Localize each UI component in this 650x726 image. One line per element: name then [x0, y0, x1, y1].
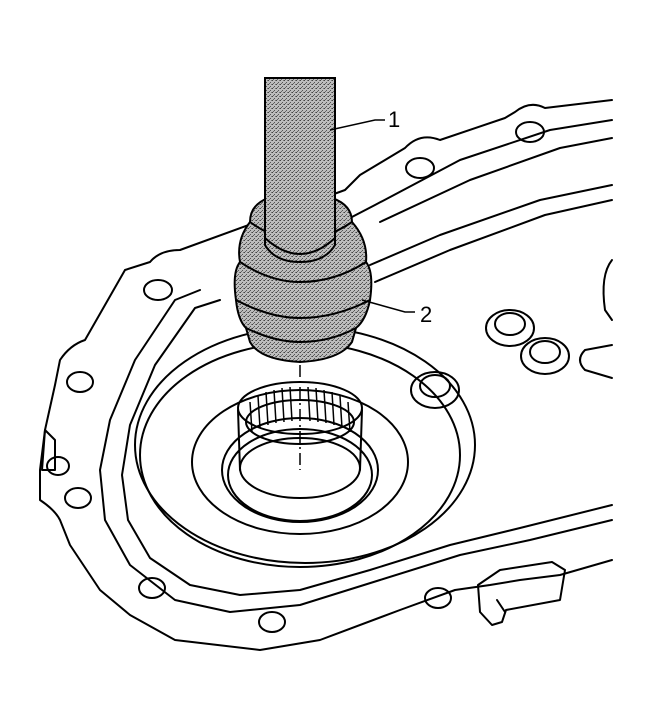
callout-1-label: 1: [388, 107, 400, 132]
counterbored-holes: [410, 259, 613, 409]
callout-leaders: [329, 119, 415, 313]
tool-handle: [264, 77, 336, 264]
bearing-bore: [134, 326, 476, 568]
needle-rollers: [249, 386, 351, 433]
bolt-holes: [46, 121, 545, 633]
transmission-case: [39, 99, 613, 651]
callout-2-label: 2: [420, 302, 432, 327]
